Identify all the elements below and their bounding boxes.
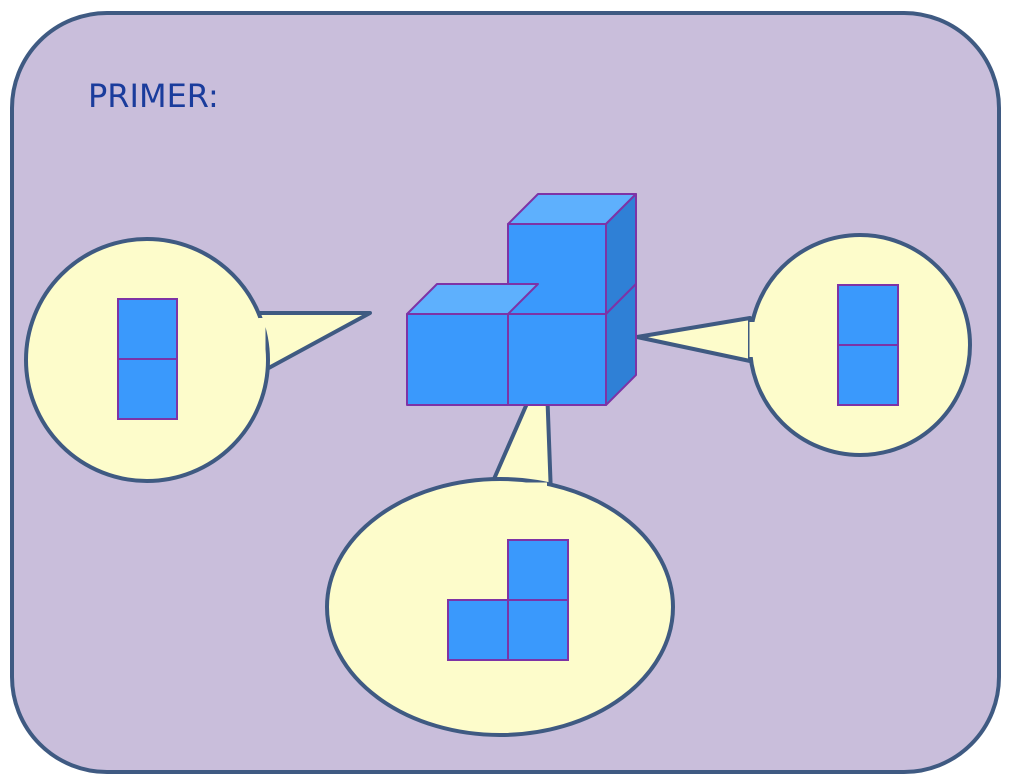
cube-front-left xyxy=(406,313,509,406)
front-view-square-bottom-right xyxy=(507,599,569,661)
left-view-icon xyxy=(117,298,178,420)
right-view-square-bottom xyxy=(837,344,899,406)
front-view-bubble xyxy=(325,358,675,737)
front-view-square-bottom-left xyxy=(447,599,509,661)
cube-structure xyxy=(406,193,637,406)
right-view-square-top xyxy=(837,284,899,346)
cube-front-lower xyxy=(507,313,607,406)
left-view-bubble xyxy=(24,237,372,483)
page-title: PRIMER: xyxy=(88,77,219,115)
left-view-square-bottom xyxy=(117,358,178,420)
right-view-icon xyxy=(837,284,899,406)
front-view-square-top xyxy=(507,539,569,601)
front-view-icon xyxy=(447,539,569,661)
left-view-square-top xyxy=(117,298,178,360)
right-view-bubble xyxy=(635,233,972,457)
